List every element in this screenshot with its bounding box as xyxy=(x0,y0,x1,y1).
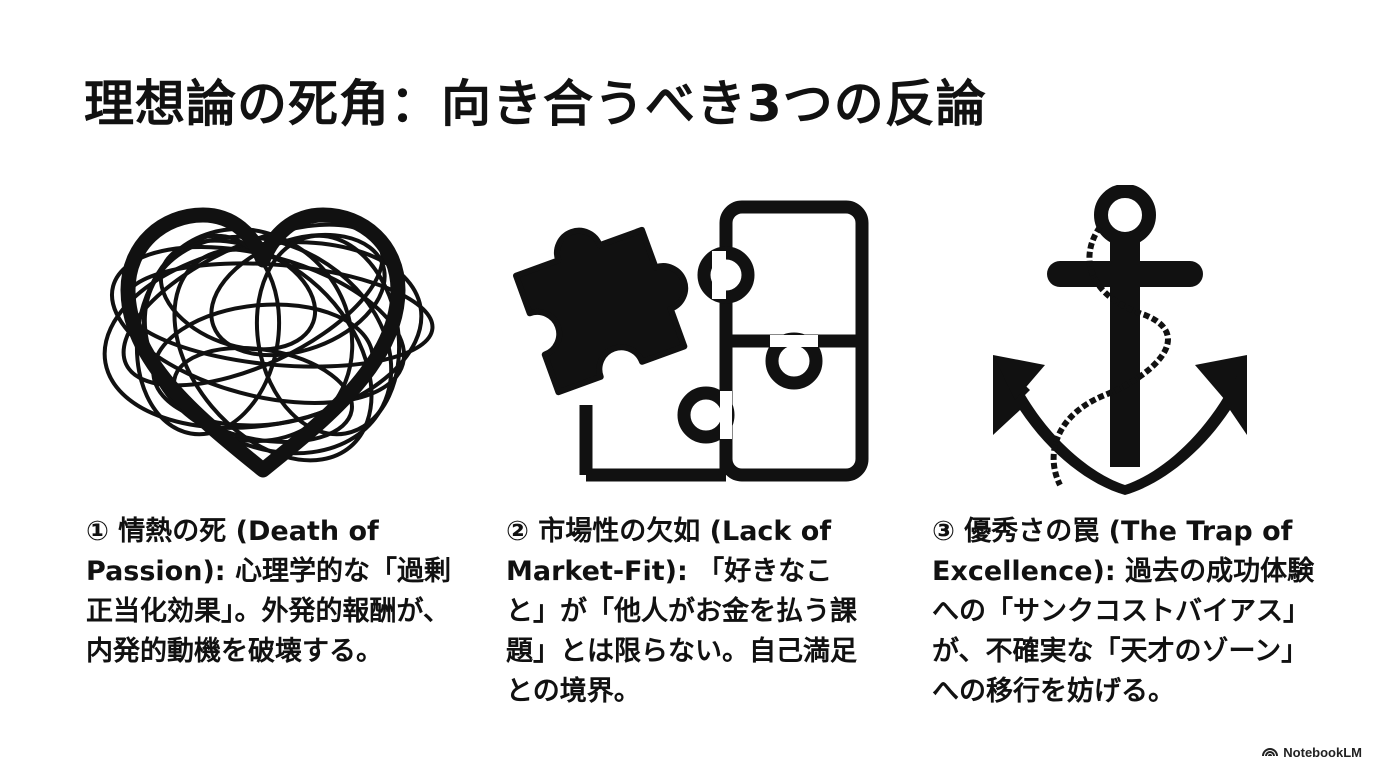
counterargument-1-text: ① 情熱の死 (Death of Passion): 心理学的な「過剰正当化効果… xyxy=(86,516,451,667)
slide-title: 理想論の死角：向き合うべき3つの反論 xyxy=(84,75,987,133)
anchor-rope-icon xyxy=(985,184,1255,495)
notebooklm-watermark: NotebookLM xyxy=(1262,745,1362,760)
counterargument-2-text: ② 市場性の欠如 (Lack of Market-Fit): 「好きなこと」が「… xyxy=(506,516,857,707)
tangled-heart-icon xyxy=(88,185,438,485)
notebooklm-brand-text: NotebookLM xyxy=(1283,745,1362,760)
notebooklm-logo-icon xyxy=(1262,745,1279,760)
counterargument-3-text: ③ 優秀さの罠 (The Trap of Excellence): 過去の成功体… xyxy=(932,516,1315,707)
puzzle-pieces-icon xyxy=(500,195,880,485)
